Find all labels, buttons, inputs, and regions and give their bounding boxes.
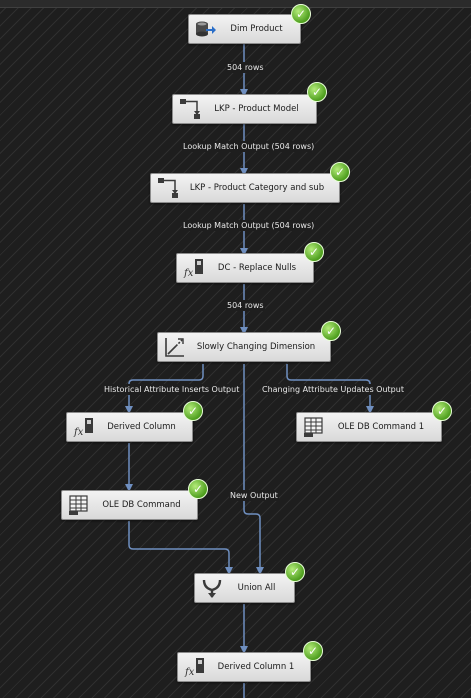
derived-column-icon: fx <box>71 415 97 439</box>
success-check-icon: ✓ <box>188 479 208 499</box>
component-dim-product[interactable]: Dim Product <box>188 14 301 44</box>
svg-text:fx: fx <box>183 268 194 279</box>
lookup-icon <box>177 97 203 121</box>
component-label: DC - Replace Nulls <box>217 263 297 273</box>
component-union-all[interactable]: Union All <box>194 573 295 603</box>
path-label-changing-updates: Changing Attribute Updates Output <box>261 384 405 395</box>
component-label: Dim Product <box>230 24 283 34</box>
component-slowly-changing-dimension[interactable]: Slowly Changing Dimension <box>157 332 331 362</box>
slowly-changing-dimension-icon <box>162 335 188 359</box>
ole-db-command-icon <box>301 415 327 439</box>
component-label: LKP - Product Model <box>214 104 299 114</box>
designer-top-bar <box>0 0 471 8</box>
ole-db-command-icon <box>66 493 92 517</box>
path-scd-new-output[interactable] <box>243 364 264 575</box>
path-scd-historical-inserts[interactable] <box>125 364 204 414</box>
success-check-icon: ✓ <box>307 82 327 102</box>
path-label-lookup-match: Lookup Match Output (504 rows) <box>182 220 316 231</box>
component-derived-column[interactable]: fx Derived Column <box>66 412 193 442</box>
success-check-icon: ✓ <box>304 242 324 262</box>
component-label: Derived Column 1 <box>217 662 295 672</box>
ole-db-source-icon <box>193 17 219 41</box>
component-label: Slowly Changing Dimension <box>196 342 316 352</box>
success-check-icon: ✓ <box>432 401 452 421</box>
svg-text:fx: fx <box>184 667 195 678</box>
success-check-icon: ✓ <box>183 401 203 421</box>
union-all-icon <box>199 576 225 600</box>
component-label: Union All <box>237 583 276 593</box>
path-label-rows: 504 rows <box>226 62 265 73</box>
component-derived-column-1[interactable]: fx Derived Column 1 <box>177 652 311 682</box>
success-check-icon: ✓ <box>321 321 341 341</box>
component-ole-db-command[interactable]: OLE DB Command <box>61 490 198 520</box>
path-label-historical-inserts: Historical Attribute Inserts Output <box>103 384 241 395</box>
success-check-icon: ✓ <box>291 4 311 24</box>
component-lkp-product-category[interactable]: LKP - Product Category and sub <box>150 173 340 203</box>
lookup-icon <box>155 176 181 200</box>
path-label-lookup-match: Lookup Match Output (504 rows) <box>182 141 316 152</box>
path-label-rows: 504 rows <box>226 300 265 311</box>
component-dc-replace-nulls[interactable]: fx DC - Replace Nulls <box>176 253 314 283</box>
success-check-icon: ✓ <box>330 162 350 182</box>
derived-column-icon: fx <box>182 655 208 679</box>
success-check-icon: ✓ <box>285 562 305 582</box>
derived-column-icon: fx <box>181 256 207 280</box>
success-check-icon: ✓ <box>303 641 323 661</box>
path-ole-db-to-union[interactable] <box>128 521 233 575</box>
path-label-new-output: New Output <box>229 490 279 501</box>
component-ole-db-command-1[interactable]: OLE DB Command 1 <box>296 412 442 442</box>
component-label: Derived Column <box>107 422 176 432</box>
svg-text:fx: fx <box>73 427 84 438</box>
component-lkp-product-model[interactable]: LKP - Product Model <box>172 94 317 124</box>
path-scd-changing-updates[interactable] <box>286 364 374 414</box>
component-label: OLE DB Command <box>102 500 181 510</box>
component-label: OLE DB Command 1 <box>337 422 425 432</box>
component-label: LKP - Product Category and sub <box>189 183 325 193</box>
